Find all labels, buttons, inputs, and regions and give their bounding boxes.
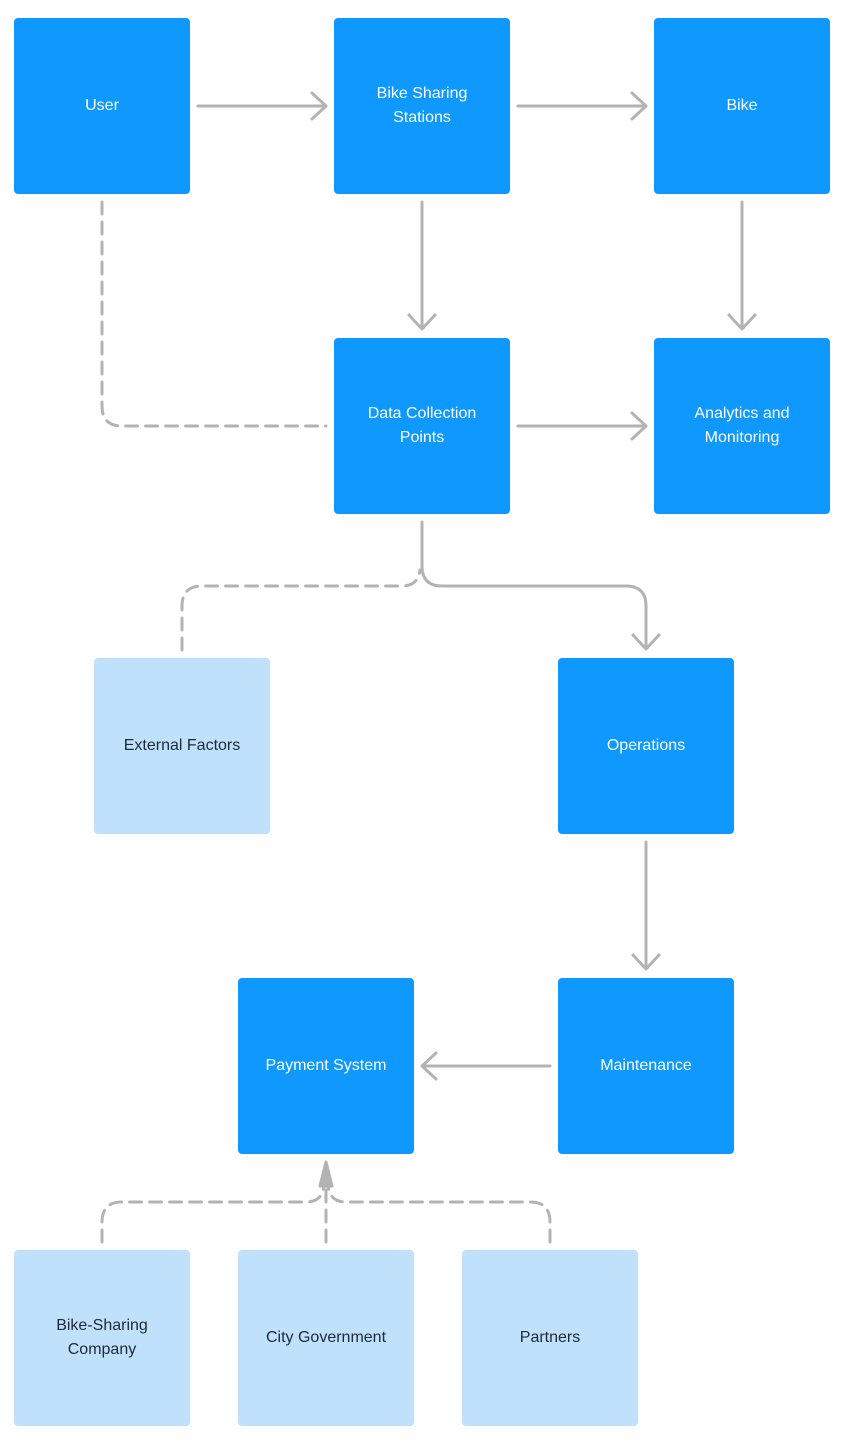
edge-stations-to-bike (516, 91, 648, 121)
node-bike-sharing-stations-label: Bike Sharing Stations (376, 85, 468, 126)
edge-city-government-to-payment (318, 1160, 334, 1244)
node-user: User (14, 18, 190, 194)
node-external-factors-label: External Factors (123, 737, 241, 754)
edge-partners-to-payment (326, 1184, 552, 1244)
edge-operations-to-maintenance (631, 840, 661, 971)
edge-company-to-payment (100, 1184, 326, 1244)
edge-bike-to-analytics (727, 200, 757, 331)
node-bike: Bike (654, 18, 830, 194)
node-bike-sharing-company-label: Bike-Sharing Company (56, 1317, 148, 1358)
edge-external-factors-to-data-collection (180, 568, 422, 652)
node-operations-label: Operations (606, 737, 686, 754)
edge-data-collection-to-operations (420, 520, 661, 651)
node-bike-label: Bike (726, 97, 758, 114)
node-analytics-and-monitoring: Analytics and Monitoring (654, 338, 830, 514)
edge-user-to-data-collection (100, 200, 328, 428)
node-external-factors: External Factors (94, 658, 270, 834)
node-payment-system-label: Payment System (265, 1057, 387, 1074)
node-analytics-and-monitoring-label: Analytics and Monitoring (694, 405, 790, 446)
node-city-government: City Government (238, 1250, 414, 1426)
edge-user-to-stations (196, 91, 328, 121)
node-partners-label: Partners (519, 1329, 581, 1346)
edge-maintenance-to-payment (420, 1051, 552, 1081)
edge-data-collection-to-analytics (516, 411, 648, 441)
node-user-label: User (85, 97, 119, 114)
node-payment-system: Payment System (238, 978, 414, 1154)
node-operations: Operations (558, 658, 734, 834)
node-maintenance-label: Maintenance (600, 1057, 692, 1074)
node-bike-sharing-stations: Bike Sharing Stations (334, 18, 510, 194)
node-maintenance: Maintenance (558, 978, 734, 1154)
node-data-collection-points: Data Collection Points (334, 338, 510, 514)
node-partners: Partners (462, 1250, 638, 1426)
node-data-collection-points-label: Data Collection Points (367, 405, 477, 446)
edge-stations-to-data-collection (407, 200, 437, 331)
node-bike-sharing-company: Bike-Sharing Company (14, 1250, 190, 1426)
node-city-government-label: City Government (265, 1329, 387, 1346)
